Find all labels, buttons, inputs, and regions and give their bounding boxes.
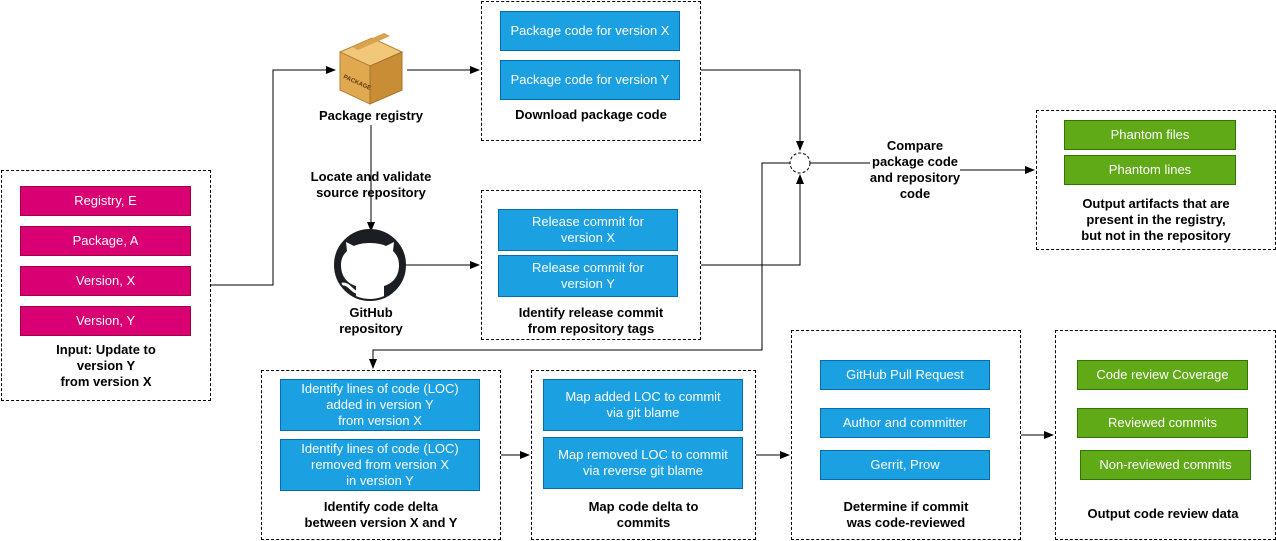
- delta-item-removed: Identify lines of code (LOC) removed fro…: [280, 439, 480, 491]
- edge-input-to-registry: [211, 66, 336, 286]
- download-item-version-x: Package code for version X: [500, 11, 680, 51]
- determine-item-pull-request: GitHub Pull Request: [820, 360, 990, 390]
- github-icon: [334, 229, 406, 301]
- edge-release-to-compare: [701, 174, 804, 266]
- review-coverage-item: Code review Coverage: [1077, 360, 1248, 390]
- mapcommit-item-added: Map added LOC to commit via git blame: [543, 379, 743, 431]
- download-item-version-y: Package code for version Y: [500, 60, 680, 100]
- non-reviewed-commits-item: Non-reviewed commits: [1080, 450, 1251, 480]
- phantom-lines-item: Phantom lines: [1064, 155, 1236, 185]
- delta-label: Identify code delta between version X an…: [304, 499, 458, 530]
- phantom-label: Output artifacts that are present in the…: [1081, 196, 1231, 243]
- release-item-version-y: Release commit for version Y: [498, 255, 678, 297]
- mapcommit-label: Map code delta to commits: [588, 499, 699, 530]
- download-label: Download package code: [515, 107, 667, 122]
- mapcommit-item-removed: Map removed LOC to commit via reverse gi…: [543, 437, 743, 489]
- input-item-package: Package, A: [20, 226, 191, 256]
- determine-label: Determine if commit was code-reviewed: [843, 499, 969, 530]
- determine-item-gerrit: Gerrit, Prow: [820, 450, 990, 480]
- input-item-registry: Registry, E: [20, 186, 191, 216]
- package-box-icon: PACKAGE: [338, 33, 404, 105]
- edge-download-to-compare: [701, 69, 804, 151]
- registry-label: Package registry: [318, 108, 424, 123]
- phantom-files-item: Phantom files: [1064, 120, 1236, 150]
- review-label: Output code review data: [1087, 506, 1239, 521]
- release-item-version-x: Release commit for version X: [498, 209, 678, 251]
- input-item-version-x: Version, X: [20, 266, 191, 296]
- delta-item-added: Identify lines of code (LOC) added in ve…: [280, 379, 480, 431]
- determine-item-author: Author and committer: [820, 408, 990, 438]
- release-label: Identify release commit from repository …: [518, 305, 664, 336]
- reviewed-commits-item: Reviewed commits: [1077, 408, 1248, 438]
- input-item-version-y: Version, Y: [20, 306, 191, 336]
- locate-label: Locate and validate source repository: [310, 169, 432, 200]
- edge-compare-to-delta: [369, 162, 792, 369]
- github-label: GitHub repository: [339, 305, 403, 336]
- input-label: Input: Update to version Y from version …: [56, 342, 156, 389]
- compare-junction: [789, 152, 811, 174]
- compare-label: Compare package code and repository code: [869, 138, 961, 201]
